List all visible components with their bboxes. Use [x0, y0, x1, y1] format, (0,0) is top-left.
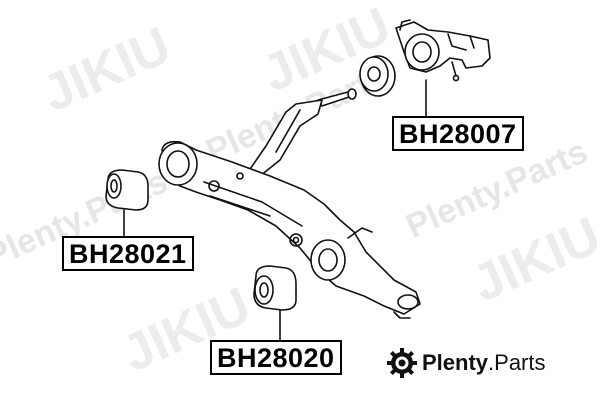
brand-name-bold: Plenty [422, 350, 489, 375]
brand-logo: Plenty.Parts [387, 348, 546, 378]
part-label-bh28007: BH28007 [392, 116, 524, 151]
bottom-bushing-drawing [253, 265, 297, 311]
control-arm-drawing [158, 88, 421, 319]
gear-logo-icon [387, 348, 417, 378]
washer-bushing-drawing [359, 55, 396, 97]
bracket-bushing-drawing [395, 19, 491, 82]
part-label-bh28020: BH28020 [210, 340, 342, 375]
brand-name: Plenty.Parts [422, 350, 546, 376]
left-bushing-drawing [105, 169, 149, 211]
part-label-bh28021: BH28021 [62, 236, 194, 271]
brand-name-rest: .Parts [488, 350, 546, 375]
